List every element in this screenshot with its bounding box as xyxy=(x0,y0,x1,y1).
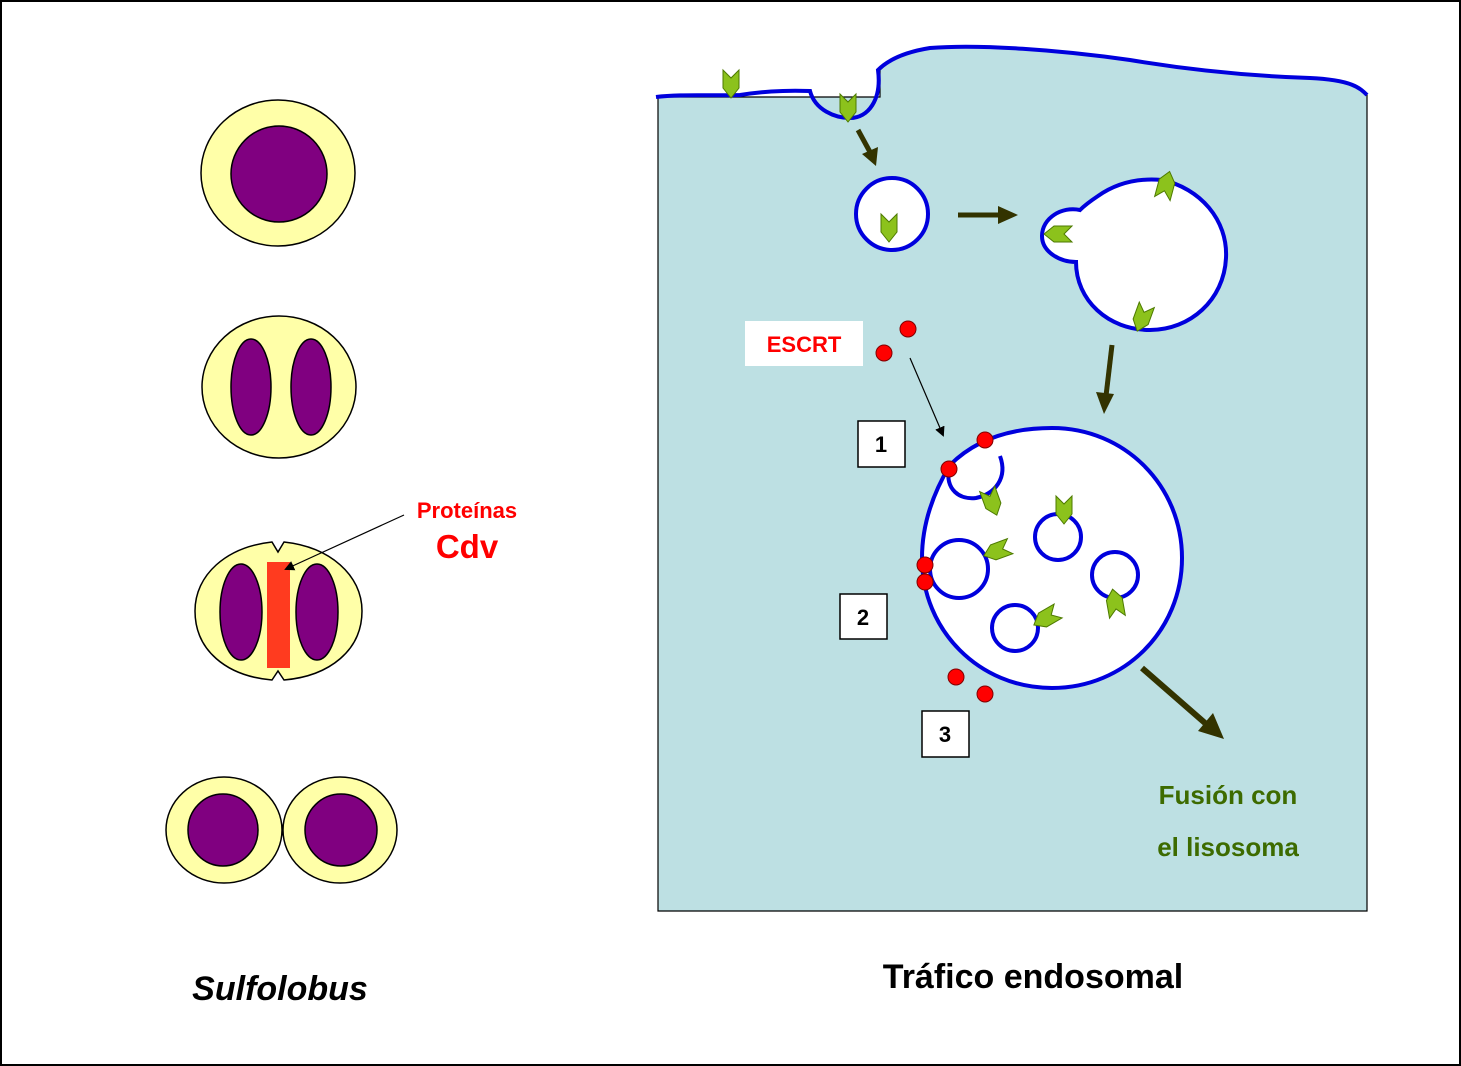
budding-vesicle xyxy=(946,455,1005,501)
escrt-pointer-arrow xyxy=(909,357,945,437)
nucleoid xyxy=(290,338,332,436)
cdv-ring xyxy=(267,562,290,668)
sulfolobus-caption: Sulfolobus xyxy=(192,970,368,1008)
flow-arrow-2 xyxy=(958,206,1018,224)
escrt-complex xyxy=(976,431,994,449)
endosomal-caption: Tráfico endosomal xyxy=(883,958,1183,996)
cdv-pointer-arrow xyxy=(284,514,405,571)
step-label: 3 xyxy=(939,722,951,747)
cell-stage-4 xyxy=(165,776,398,884)
nucleoid xyxy=(295,563,339,661)
escrt-complex xyxy=(947,668,965,686)
step-box-2: 2 xyxy=(839,593,888,640)
intraluminal-vesicle xyxy=(990,603,1040,653)
escrt-complex xyxy=(940,460,958,478)
cell-stage-2 xyxy=(201,315,357,459)
fusion-label-line2: el lisosoma xyxy=(1157,832,1299,862)
escrt-label-box xyxy=(745,321,863,366)
plasma-membrane xyxy=(655,44,1369,121)
intraluminal-vesicle xyxy=(1033,512,1083,562)
step-label: 2 xyxy=(857,605,869,630)
fusion-label-line1: Fusión con xyxy=(1159,780,1298,810)
flow-arrow-1 xyxy=(855,128,878,166)
escrt-label: ESCRT xyxy=(767,332,842,357)
escrt-complex xyxy=(875,344,893,362)
flow-arrow-4 xyxy=(1140,665,1224,739)
escrt-complex xyxy=(916,573,934,591)
nucleoid xyxy=(304,793,378,867)
intraluminal-vesicle xyxy=(928,538,990,600)
step-box-1: 1 xyxy=(857,420,906,468)
proteinas-label: Proteínas xyxy=(417,498,517,523)
nucleoid xyxy=(219,563,263,661)
endocytic-vesicle xyxy=(854,176,930,252)
cdv-label: Cdv xyxy=(436,528,499,565)
step-label: 1 xyxy=(875,432,887,457)
escrt-complex xyxy=(976,685,994,703)
step-box-3: 3 xyxy=(921,710,970,758)
nucleoid xyxy=(230,125,328,223)
escrt-complex xyxy=(899,320,917,338)
endosomal-panel: ESCRT 1 xyxy=(655,44,1369,996)
flow-arrow-3 xyxy=(1096,344,1115,414)
nucleoid xyxy=(187,793,259,867)
nucleoid xyxy=(230,338,272,436)
escrt-complex xyxy=(916,556,934,574)
sulfolobus-panel: Proteínas Cdv Sulfolobus xyxy=(165,99,517,1008)
cell-stage-1 xyxy=(200,99,356,247)
cell-stage-3 xyxy=(194,541,363,681)
early-endosome xyxy=(1039,177,1229,333)
